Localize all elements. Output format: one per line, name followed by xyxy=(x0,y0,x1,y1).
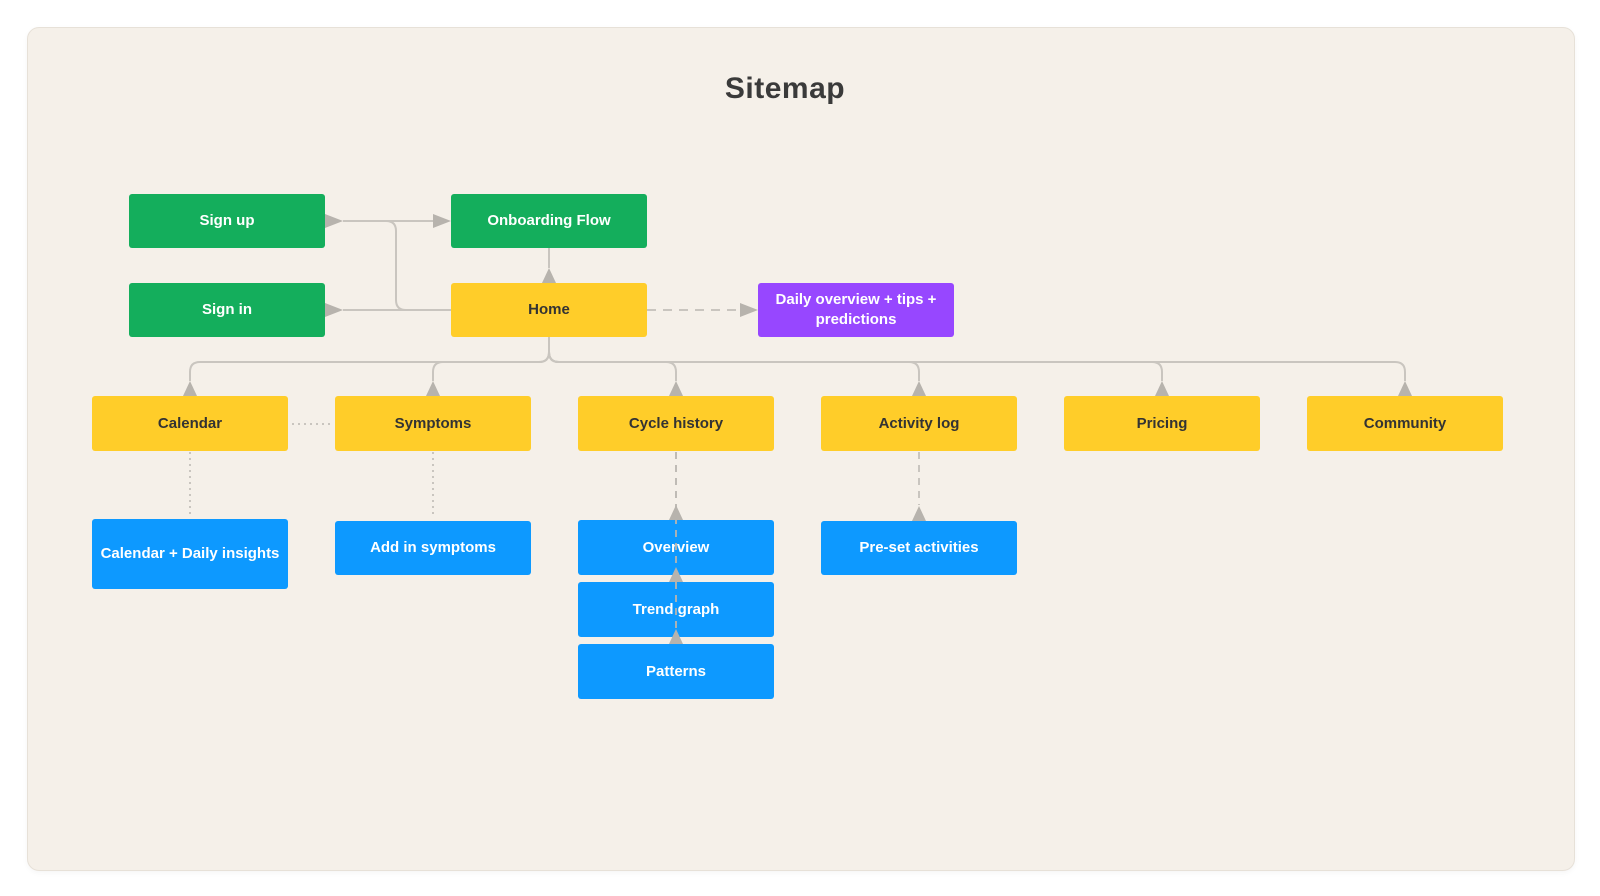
node-label: Add in symptoms xyxy=(370,539,496,556)
node-label: Pricing xyxy=(1136,414,1188,432)
node-label: Home xyxy=(528,301,570,318)
node-label: Sign up xyxy=(199,212,255,229)
node-label: Onboarding Flow xyxy=(487,212,611,229)
node-label: Cycle history xyxy=(628,414,724,432)
node-label: Community xyxy=(1363,414,1447,432)
node-daily-overview[interactable]: Daily overview + tips + predictions xyxy=(758,283,954,337)
node-calendar-daily-insights[interactable]: Calendar + Daily insights xyxy=(92,519,288,589)
node-pricing[interactable]: Pricing xyxy=(1064,396,1260,451)
node-patterns[interactable]: Patterns xyxy=(578,644,774,699)
node-preset-activities[interactable]: Pre-set activities xyxy=(821,521,1017,575)
node-overview[interactable]: Overview xyxy=(578,520,774,575)
node-onboarding-flow[interactable]: Onboarding Flow xyxy=(451,194,647,248)
node-label: Patterns xyxy=(645,662,707,680)
node-cycle-history[interactable]: Cycle history xyxy=(578,396,774,451)
node-label: Calendar xyxy=(157,414,223,432)
node-label: Daily overview + tips + predictions xyxy=(775,291,937,328)
page-title: Sitemap xyxy=(724,72,846,105)
node-sign-up[interactable]: Sign up xyxy=(129,194,325,248)
node-symptoms[interactable]: Symptoms xyxy=(335,396,531,451)
node-label: Trend graph xyxy=(632,600,720,618)
node-label: Sign in xyxy=(202,301,252,318)
node-label: Calendar + Daily insights xyxy=(100,545,280,562)
node-community[interactable]: Community xyxy=(1307,396,1503,451)
node-sign-in[interactable]: Sign in xyxy=(129,283,325,337)
node-label: Symptoms xyxy=(394,414,472,432)
node-calendar[interactable]: Calendar xyxy=(92,396,288,451)
node-home[interactable]: Home xyxy=(451,283,647,337)
node-label: Activity log xyxy=(878,414,960,432)
node-trend-graph[interactable]: Trend graph xyxy=(578,582,774,637)
node-label: Overview xyxy=(642,538,710,556)
node-label: Pre-set activities xyxy=(859,539,979,556)
node-add-in-symptoms[interactable]: Add in symptoms xyxy=(335,521,531,575)
node-activity-log[interactable]: Activity log xyxy=(821,396,1017,451)
